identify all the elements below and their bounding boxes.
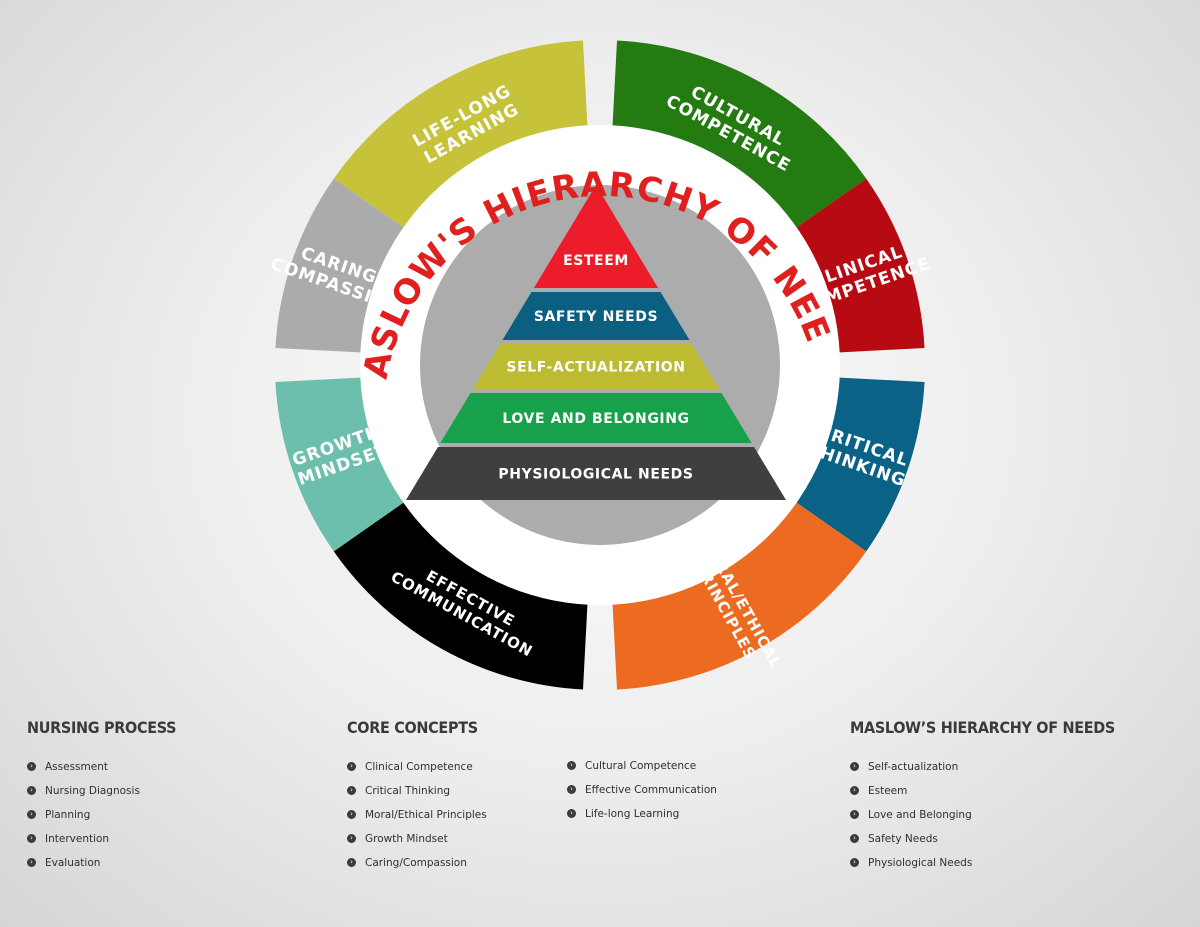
chevron-right-icon: › [567, 761, 576, 770]
tier-shape [440, 393, 752, 443]
pyramid-tier-safety-needs: SAFETY NEEDS [502, 292, 690, 340]
chevron-right-icon: › [347, 858, 356, 867]
list-item: ›Critical Thinking [347, 783, 487, 807]
list-item: ›Effective Communication [567, 782, 717, 806]
list-item: ›Assessment [27, 759, 176, 783]
maslow-heading: MASLOW’S HIERARCHY OF NEEDS [850, 718, 1116, 737]
chevron-right-icon: › [850, 810, 859, 819]
list-item: ›Cultural Competence [567, 758, 717, 782]
list-item: ›Physiological Needs [850, 855, 1115, 879]
tier-label: ESTEEM [563, 253, 629, 269]
tier-label: LOVE AND BELONGING [502, 411, 689, 427]
list-item: ›Intervention [27, 831, 176, 855]
segment-growth-mindset: GROWTHMINDSET [275, 376, 415, 552]
list-item: ›Love and Belonging [850, 807, 1115, 831]
chevron-right-icon: › [347, 810, 356, 819]
segment-shape [333, 40, 589, 236]
chevron-right-icon: › [347, 762, 356, 771]
list-item: ›Self-actualization [850, 759, 1115, 783]
tier-label: SELF-ACTUALIZATION [506, 360, 685, 376]
chevron-right-icon: › [850, 786, 859, 795]
tier-shape [472, 344, 720, 389]
core-concepts-heading: CORE CONCEPTS [347, 718, 478, 737]
tier-shape [406, 447, 786, 500]
chevron-right-icon: › [27, 834, 36, 843]
nursing-process-section: NURSING PROCESS ›Assessment ›Nursing Dia… [27, 718, 177, 879]
chevron-right-icon: › [27, 786, 36, 795]
nursing-process-list: ›Assessment ›Nursing Diagnosis ›Planning… [27, 759, 176, 879]
tier-shape [502, 292, 690, 340]
chevron-right-icon: › [850, 834, 859, 843]
chevron-right-icon: › [27, 858, 36, 867]
chevron-right-icon: › [850, 762, 859, 771]
pyramid-tier-love-and-belonging: LOVE AND BELONGING [440, 393, 752, 443]
list-item: ›Growth Mindset [347, 831, 487, 855]
list-item: ›Planning [27, 807, 176, 831]
chevron-right-icon: › [347, 834, 356, 843]
core-concepts-section-2: ›Cultural Competence ›Effective Communic… [567, 758, 717, 830]
maslow-section: MASLOW’S HIERARCHY OF NEEDS ›Self-actual… [850, 718, 1115, 879]
core-concepts-section: CORE CONCEPTS ›Clinical Competence ›Crit… [347, 718, 487, 879]
tier-label: SAFETY NEEDS [534, 309, 658, 325]
chevron-right-icon: › [27, 810, 36, 819]
list-item: ›Caring/Compassion [347, 855, 487, 879]
maslow-pyramid: ESTEEM SAFETY NEEDS SELF-ACTUALIZATION LOVE… [406, 185, 786, 500]
chevron-right-icon: › [850, 858, 859, 867]
list-item: ›Moral/Ethical Principles [347, 807, 487, 831]
maslow-list: ›Self-actualization ›Esteem ›Love and Be… [850, 759, 1115, 879]
list-item: ›Esteem [850, 783, 1115, 807]
pyramid-tier-esteem: ESTEEM [533, 185, 659, 288]
list-item: ›Evaluation [27, 855, 176, 879]
chevron-right-icon: › [567, 785, 576, 794]
chevron-right-icon: › [27, 762, 36, 771]
core-concepts-list-2: ›Cultural Competence ›Effective Communic… [567, 758, 717, 830]
pyramid-tier-physiological-needs: PHYSIOLOGICAL NEEDS [406, 447, 786, 500]
segment-shape [333, 494, 589, 690]
core-concepts-list-1: ›Clinical Competence ›Critical Thinking … [347, 759, 487, 879]
segment-shape [611, 40, 867, 236]
pyramid-tier-self-actualization: SELF-ACTUALIZATION [472, 344, 720, 389]
list-item: ›Clinical Competence [347, 759, 487, 783]
tier-label: PHYSIOLOGICAL NEEDS [498, 467, 693, 483]
segment-shape [611, 494, 867, 690]
segment-life-long-learning: LIFE-LONGLEARNING [333, 40, 589, 236]
nursing-process-heading: NURSING PROCESS [27, 718, 177, 737]
list-item: ›Nursing Diagnosis [27, 783, 176, 807]
chevron-right-icon: › [567, 809, 576, 818]
chevron-right-icon: › [347, 786, 356, 795]
list-item: ›Safety Needs [850, 831, 1115, 855]
list-item: ›Life-long Learning [567, 806, 717, 830]
tier-shape [533, 185, 659, 288]
